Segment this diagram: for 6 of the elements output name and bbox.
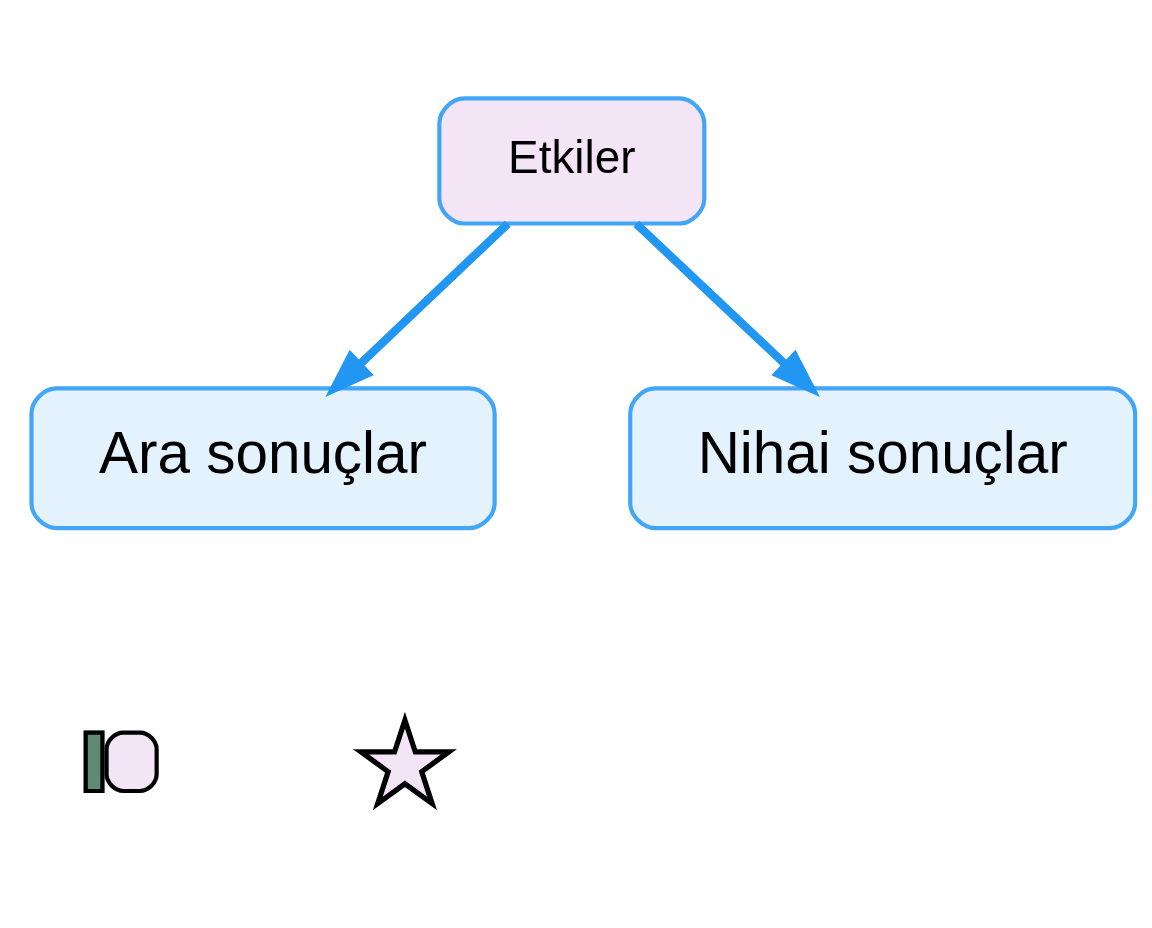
node-box: Ara sonuçlar [29,385,497,530]
node-star [352,711,457,810]
node-box: Nihai sonuçlar [628,385,1138,530]
arrow [633,220,820,397]
node-box: Etkiler [437,95,707,226]
arrow [325,220,511,397]
